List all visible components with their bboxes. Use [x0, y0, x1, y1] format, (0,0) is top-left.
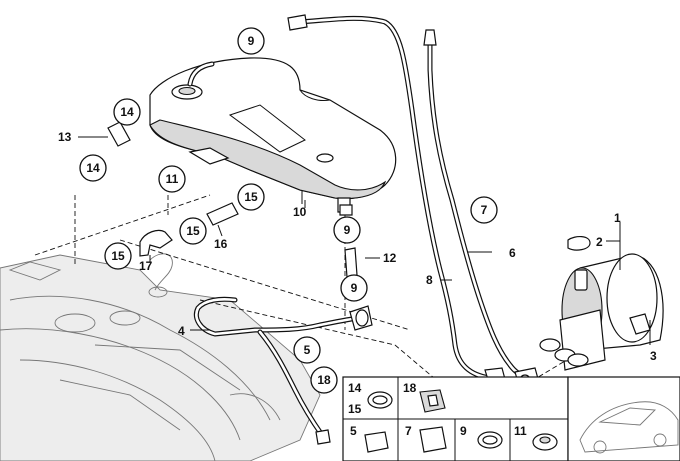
callout-15-right: 15 — [237, 183, 265, 211]
callout-13: 13 — [58, 130, 72, 144]
svg-text:11: 11 — [166, 172, 179, 186]
svg-text:15: 15 — [186, 224, 200, 238]
callout-2: 2 — [596, 235, 603, 249]
svg-text:9: 9 — [351, 281, 358, 295]
callout-11: 11 — [158, 165, 186, 193]
callout-7: 7 — [470, 196, 498, 224]
callout-15-left: 15 — [104, 242, 132, 270]
callout-10: 10 — [293, 205, 307, 219]
fuel-tank-ghost — [0, 253, 321, 461]
legend-label-5: 5 — [350, 424, 357, 438]
callout-12: 12 — [383, 251, 397, 265]
svg-text:14: 14 — [86, 161, 100, 175]
legend-label-14: 14 — [348, 381, 362, 395]
svg-text:14: 14 — [120, 105, 134, 119]
callouts-circled: 9 14 14 11 15 15 15 9 — [79, 27, 498, 394]
fuel-line-4-5 — [193, 296, 373, 445]
vent-line-6 — [423, 29, 531, 380]
legend-label-15: 15 — [348, 402, 362, 416]
svg-text:5: 5 — [304, 343, 311, 357]
callouts-plain: 1 2 3 4 6 8 10 12 13 16 17 14 15 18 5 7 … — [58, 130, 657, 438]
callout-16: 16 — [214, 237, 228, 251]
legend-label-18: 18 — [403, 381, 417, 395]
callout-5: 5 — [293, 336, 321, 364]
callout-9-top: 9 — [237, 27, 265, 55]
activated-carbon-canister — [539, 236, 664, 371]
legend-label-9: 9 — [460, 424, 467, 438]
svg-text:15: 15 — [244, 190, 258, 204]
callout-3: 3 — [650, 349, 657, 363]
vent-hose-8 — [287, 14, 493, 381]
svg-text:15: 15 — [111, 249, 125, 263]
callout-14-lower: 14 — [79, 154, 107, 182]
legend-label-11: 11 — [514, 424, 527, 438]
callout-18: 18 — [310, 366, 338, 394]
svg-text:7: 7 — [481, 203, 488, 217]
callout-8: 8 — [426, 273, 433, 287]
callout-14-upper: 14 — [113, 98, 141, 126]
small-parts — [107, 121, 358, 278]
callout-15-middle: 15 — [179, 217, 207, 245]
expansion-tank — [149, 57, 397, 213]
callout-1: 1 — [614, 211, 621, 225]
svg-text:9: 9 — [344, 223, 351, 237]
callout-9-middle-upper: 9 — [333, 216, 361, 244]
svg-text:9: 9 — [248, 34, 255, 48]
callout-4: 4 — [178, 324, 185, 338]
legend-label-7: 7 — [405, 424, 412, 438]
callout-17: 17 — [139, 259, 153, 273]
callout-6: 6 — [509, 246, 516, 260]
legend-grid — [342, 376, 680, 461]
leader-lines — [78, 136, 651, 345]
svg-text:18: 18 — [317, 373, 331, 387]
callout-9-middle-lower: 9 — [340, 274, 368, 302]
